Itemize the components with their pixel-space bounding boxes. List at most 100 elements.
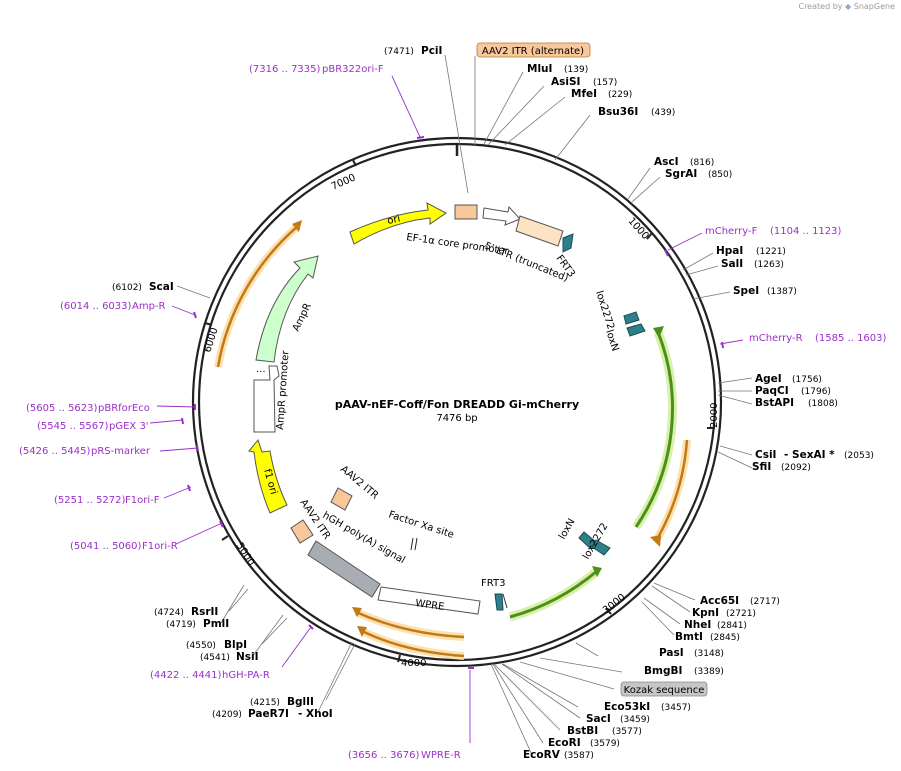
- hgh-polya-box: [307, 540, 381, 598]
- ampr-label: AmpR: [291, 302, 314, 334]
- primer-range-amp-r: (6014 .. 6033): [60, 301, 132, 312]
- site-pos-rsrii: (4724): [154, 608, 184, 618]
- primer-name-pgex-3: pGEX 3': [109, 421, 149, 432]
- site-pos-sali: (1263): [754, 260, 784, 270]
- orange-bottom-b-arrowhead: [357, 626, 367, 637]
- backbone-outer: [191, 136, 723, 668]
- green-lower-feature: [509, 569, 598, 619]
- site-name-nhei: NheI: [684, 619, 711, 631]
- ampr-feature: [255, 255, 319, 363]
- factor-xa-label: Factor Xa site: [387, 509, 455, 540]
- site-pos-bsu36i: (439): [651, 108, 675, 118]
- primer-name-wpre-r: WPRE-R: [421, 750, 461, 761]
- enzyme-labels-left: (4215) BglII (4209) PaeR7I - XhoI (4550)…: [112, 281, 333, 720]
- site-name-rsrii: RsrII: [191, 606, 218, 618]
- plasmid-name: pAAV-nEF-Coff/Fon DREADD Gi-mCherry: [335, 398, 579, 411]
- primer-range-pbrforeco: (5605 .. 5623): [26, 403, 98, 414]
- tick-mark-7000: [352, 159, 357, 167]
- white-arrow-feature: [482, 205, 521, 226]
- site-pos-sgrai: (850): [708, 170, 732, 180]
- primer-leader-lines: [149, 75, 744, 743]
- primer-name-f1ori-f: F1ori-F: [125, 495, 160, 506]
- site-name-sexai: - SexAI *: [784, 449, 835, 461]
- brand-logo: Created by ◆ SnapGene: [798, 2, 895, 11]
- tick-label-5000: 5000: [233, 541, 256, 568]
- leader-lines: [176, 54, 753, 756]
- site-name-acc65i: Acc65I: [700, 595, 739, 607]
- primer-name-mcherry-r: mCherry-R: [749, 333, 803, 344]
- site-pos-bglii: (4215): [250, 698, 280, 708]
- loxn-lower-icon: [578, 531, 597, 549]
- site-name-pasi: PasI: [659, 647, 684, 659]
- wpre-label: WPRE: [415, 598, 445, 613]
- site-name-bglii: BglII: [287, 696, 314, 708]
- site-pos-bmti: (2845): [710, 633, 740, 643]
- mcherry-right-feature: [654, 439, 689, 542]
- site-name-asci: AscI: [654, 156, 679, 168]
- brand-created-by: Created by: [798, 2, 843, 11]
- tick-label-4000: 4000: [401, 658, 426, 669]
- site-pos-mfei: (229): [608, 90, 632, 100]
- tick-mark-6000: [204, 322, 213, 326]
- snapgene-logo-icon: ◆: [845, 2, 852, 11]
- primer-range-pgex-3: (5545 .. 5567): [37, 421, 109, 432]
- site-name-mfei: MfeI: [571, 88, 597, 100]
- primer-name-amp-r: Amp-R: [132, 301, 166, 312]
- aav2-itr-alternate-badge: [476, 42, 591, 58]
- ampr-promoter-arrow: [253, 365, 280, 433]
- site-pos-nhei: (2841): [717, 621, 747, 631]
- green-lower-glow: [508, 567, 600, 622]
- primer-range-f1ori-r: (5041 .. 5060): [70, 541, 142, 552]
- aav2-itr-outer-box: [290, 519, 314, 544]
- site-pos-bstbi: (3577): [612, 727, 642, 737]
- site-pos-ecori: (3579): [590, 739, 620, 749]
- orange-bottom-b-feature: [361, 629, 465, 658]
- frt3-lower-icon: [494, 593, 504, 611]
- tick-mark-5000: [221, 535, 229, 541]
- site-pos-hpai: (1221): [756, 247, 786, 257]
- site-name-agei: AgeI: [755, 373, 782, 385]
- site-name-saci: SacI: [586, 713, 611, 725]
- site-pos-pmli: (4719): [166, 620, 196, 630]
- f1-ori-feature: [248, 438, 288, 514]
- site-pos-paer7i: (4209): [212, 710, 242, 720]
- loxn-upper-icon: [626, 323, 646, 337]
- site-name-kpni: KpnI: [692, 607, 719, 619]
- primer-name-mcherry-f: mCherry-F: [705, 226, 758, 237]
- gi-dreadd-arrowhead: [653, 326, 664, 338]
- ltr-truncated-box: [515, 215, 564, 247]
- primer-name-hgh-pa-r: hGH-PA-R: [222, 670, 270, 681]
- site-name-hpai: HpaI: [716, 245, 743, 257]
- green-lower-arrowhead: [592, 566, 602, 577]
- site-pos-nsii: (4541): [200, 653, 230, 663]
- kozak-sequence-label: Kozak sequence: [624, 685, 705, 696]
- site-name-asisi: AsiSI: [551, 76, 580, 88]
- aav2-itr-alternate-label: AAV2 ITR (alternate): [482, 46, 584, 57]
- site-pos-paqci: (1796): [801, 387, 831, 397]
- primer-name-pbrforeco: pBRforEco: [98, 403, 150, 414]
- site-pos-sfii: (2092): [781, 463, 811, 473]
- site-name-ecori: EcoRI: [548, 737, 581, 749]
- site-pos-spei: (1387): [767, 287, 797, 297]
- site-pos-asisi: (157): [593, 78, 617, 88]
- primer-range-f1ori-f: (5251 .. 5272): [54, 495, 126, 506]
- site-name-bsu36i: Bsu36I: [598, 106, 638, 118]
- loxn-lower-label: loxN: [557, 517, 578, 542]
- ori-feature: [349, 202, 447, 245]
- site-name-csii: CsiI: [755, 449, 776, 461]
- lox2272-lower-icon: [591, 539, 611, 556]
- site-pos-scai: (6102): [112, 283, 142, 293]
- primer-range-hgh-pa-r: (4422 .. 4441): [150, 670, 222, 681]
- site-name-bmgbi: BmgBI: [644, 665, 682, 677]
- site-name-bstapi: BstAPI: [755, 397, 794, 409]
- enzyme-labels-right: (7471) PciI MluI (139) AsiSI (157) MfeI …: [384, 45, 874, 761]
- brand-name: SnapGene: [853, 2, 895, 11]
- frt3-lower-label: FRT3: [481, 578, 505, 589]
- mcherry-right-arrowhead: [650, 535, 661, 547]
- primer-range-pbr322ori-f: (7316 .. 7335): [249, 64, 321, 75]
- site-name-spei: SpeI: [733, 285, 759, 297]
- site-pos-acc65i: (2717): [750, 597, 780, 607]
- site-pos-agei: (1756): [792, 375, 822, 385]
- ef1a-core-promoter-box: [454, 204, 478, 220]
